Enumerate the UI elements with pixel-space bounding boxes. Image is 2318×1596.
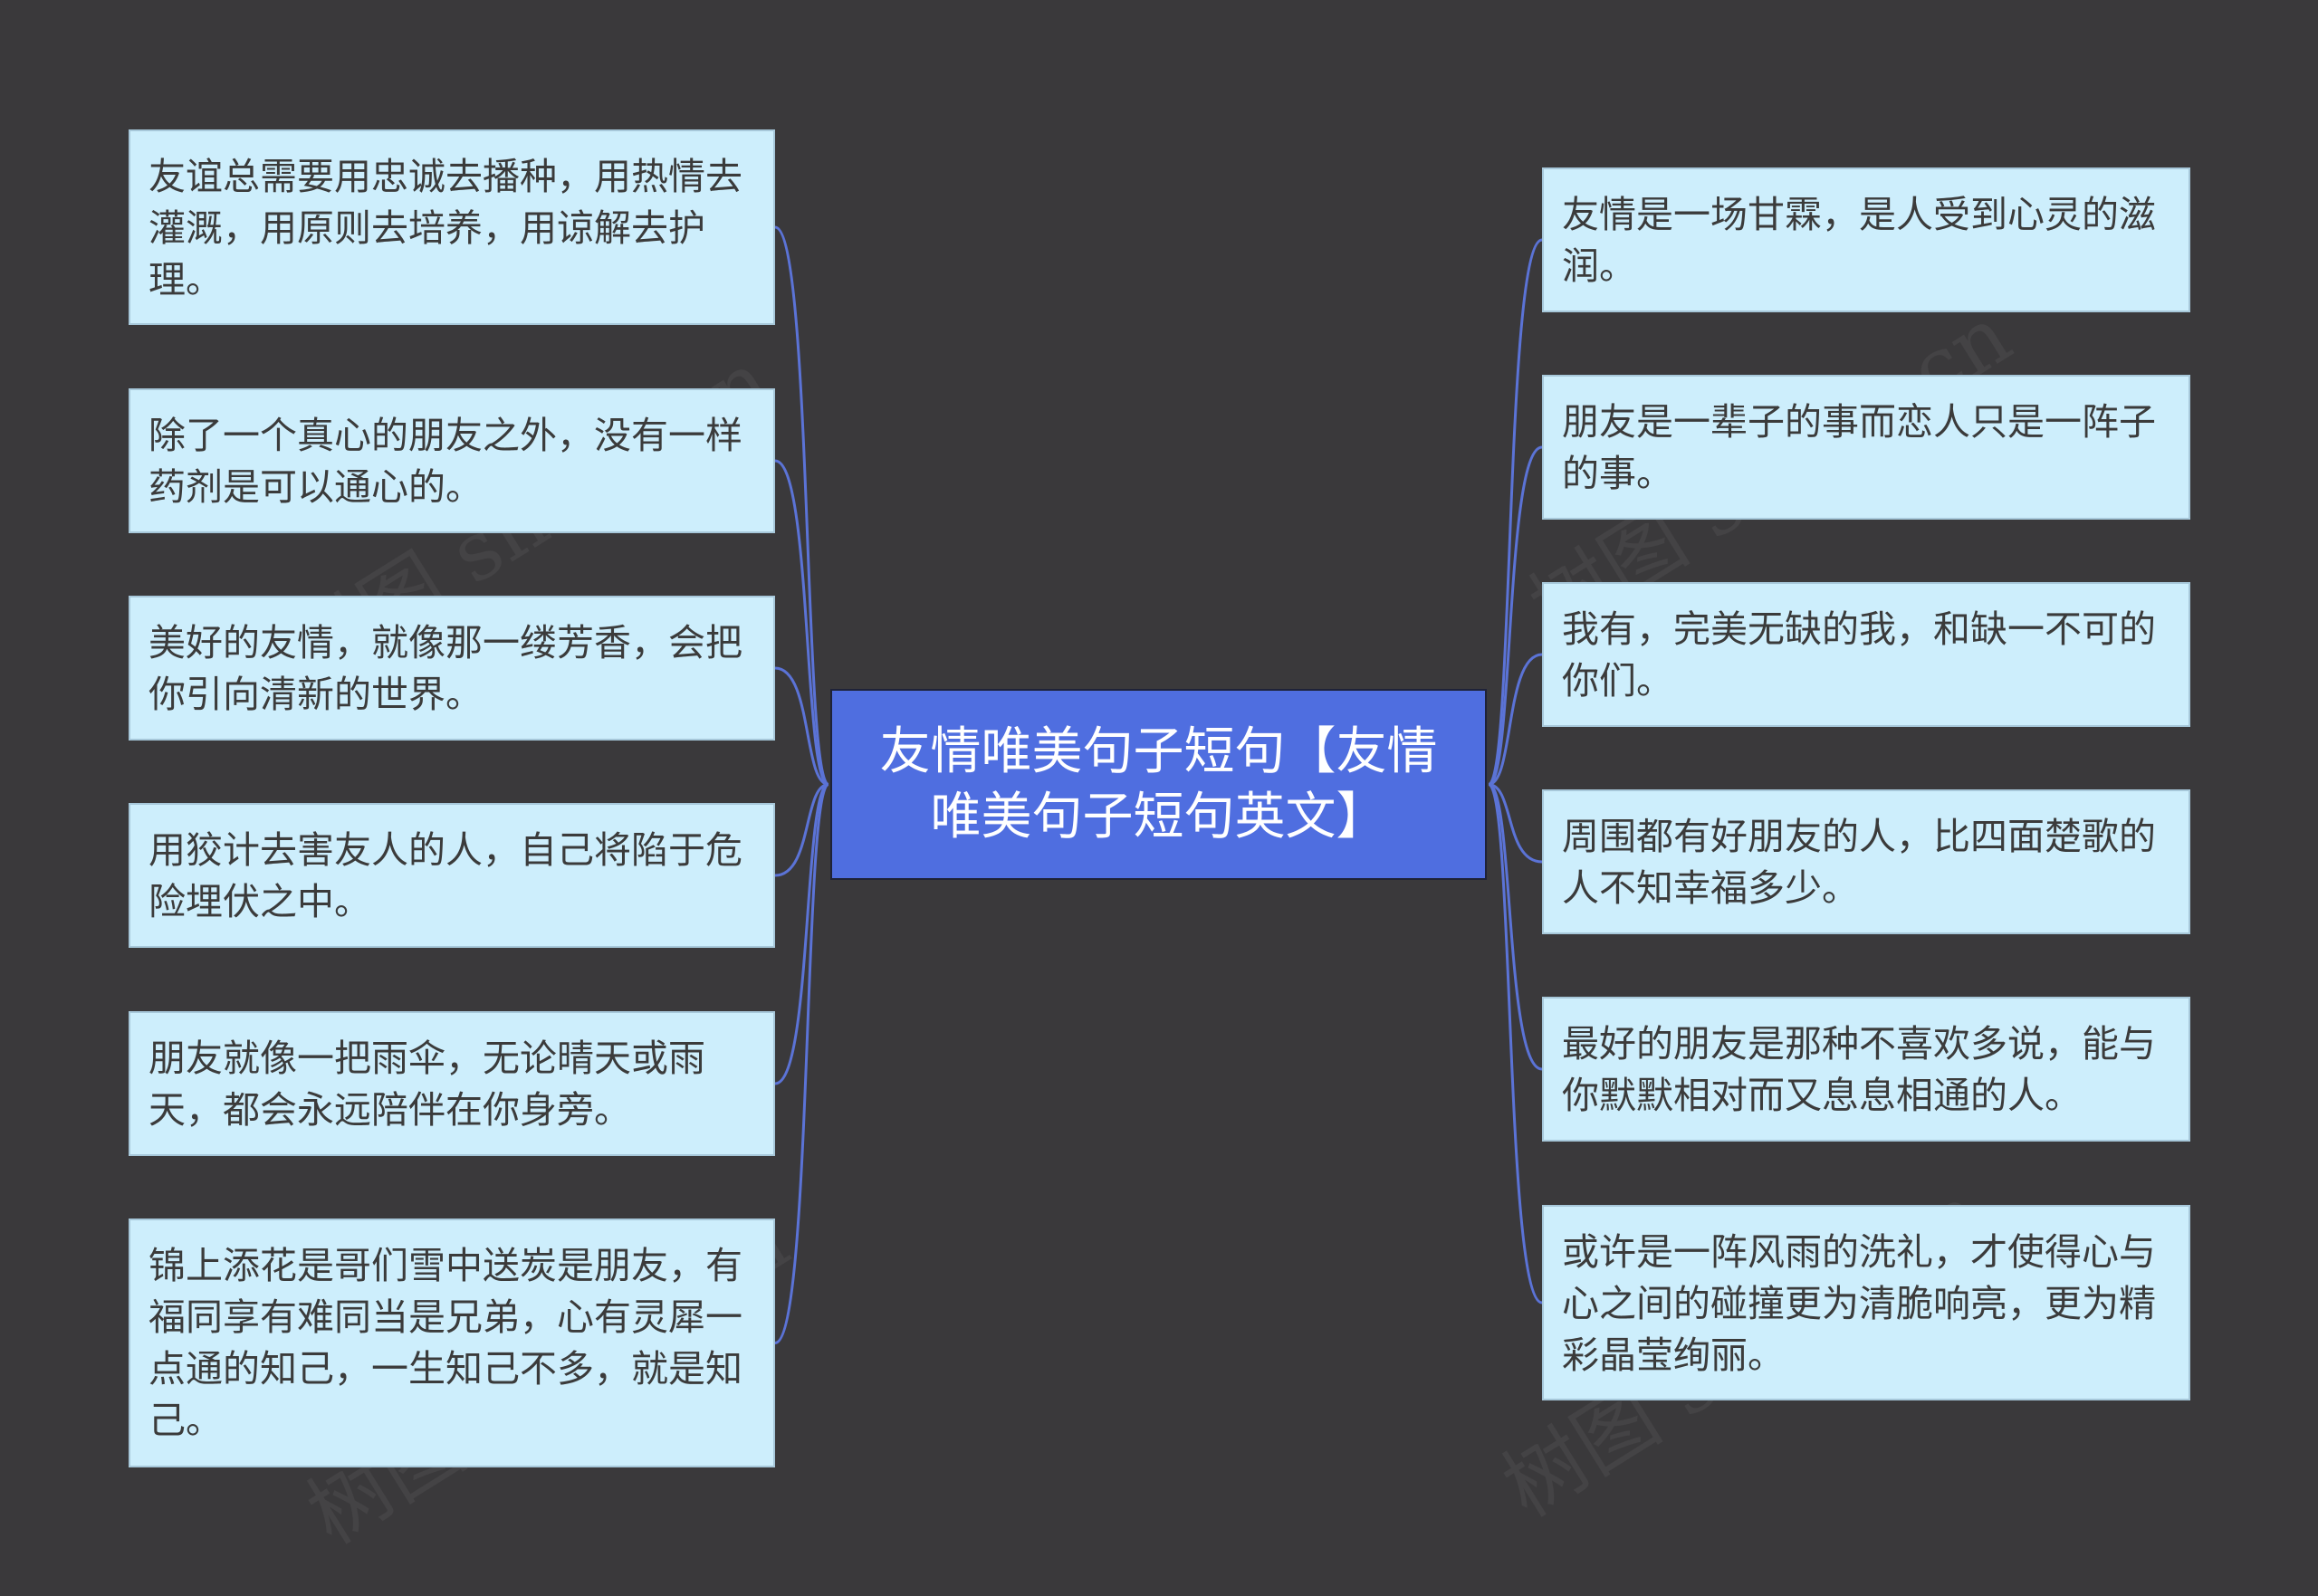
right-branch-node[interactable]: 友情是一场甘霖，是人受到心灵的滋润。 [1542,167,2190,312]
right-branch-node[interactable]: 我有，完美无缺的我，和缺一不可的你们。 [1542,582,2190,727]
connector-line [1488,653,1543,786]
connector-line [774,666,829,786]
right-branch-node[interactable]: 或许是一阵风雨的洗礼，才使得心与心之间的碰撞更为清脆响亮，更为精彩晶莹绚丽。 [1542,1205,2190,1400]
connector-line [774,783,829,877]
connector-line [1488,783,1543,864]
left-branch-node[interactable]: 用狡计去害友人的人，自己将陷于危险埋伏之中。 [129,803,775,948]
connector-line [774,459,829,786]
right-branch-node[interactable]: 朋友是一辈子的事而恋人只是一阵子的事。 [1542,375,2190,520]
left-branch-node[interactable]: 美好的友情，就像那一缕芳香，会把你引向清新的世界。 [129,596,775,741]
left-branch-node[interactable]: 除了一个真心的朋友之外，没有一样药剂是可以通心的。 [129,388,775,533]
connector-line [1488,445,1543,786]
left-branch-node[interactable]: 锦上添花是哥们雪中送炭是朋友，有福同享有难同当是兄弟，心有灵犀一点通的知己，一生… [129,1219,775,1467]
connector-line [1487,783,1543,1305]
connector-line [774,783,829,1085]
left-branch-node[interactable]: 朋友就像一把雨伞，无论晴天或雨天，都会永远陪伴在你身旁。 [129,1011,775,1156]
central-topic[interactable]: 友情唯美句子短句【友情唯美句子短句英文】 [830,689,1487,880]
connector-line [1488,783,1543,1071]
right-branch-node[interactable]: 周围都有好朋友的人，比四面楚歌的人不知幸福多少。 [1542,789,2190,934]
connector-line [1487,238,1543,786]
left-branch-node[interactable]: 友谊总需要用忠诚去播种，用热情去灌溉，用原则去培养，用谅解去护理。 [129,129,775,325]
connector-line [774,225,830,786]
connector-line [774,783,830,1344]
right-branch-node[interactable]: 最好的朋友是那种不喜欢多说，能与你默默相对而又息息相通的人。 [1542,997,2190,1142]
